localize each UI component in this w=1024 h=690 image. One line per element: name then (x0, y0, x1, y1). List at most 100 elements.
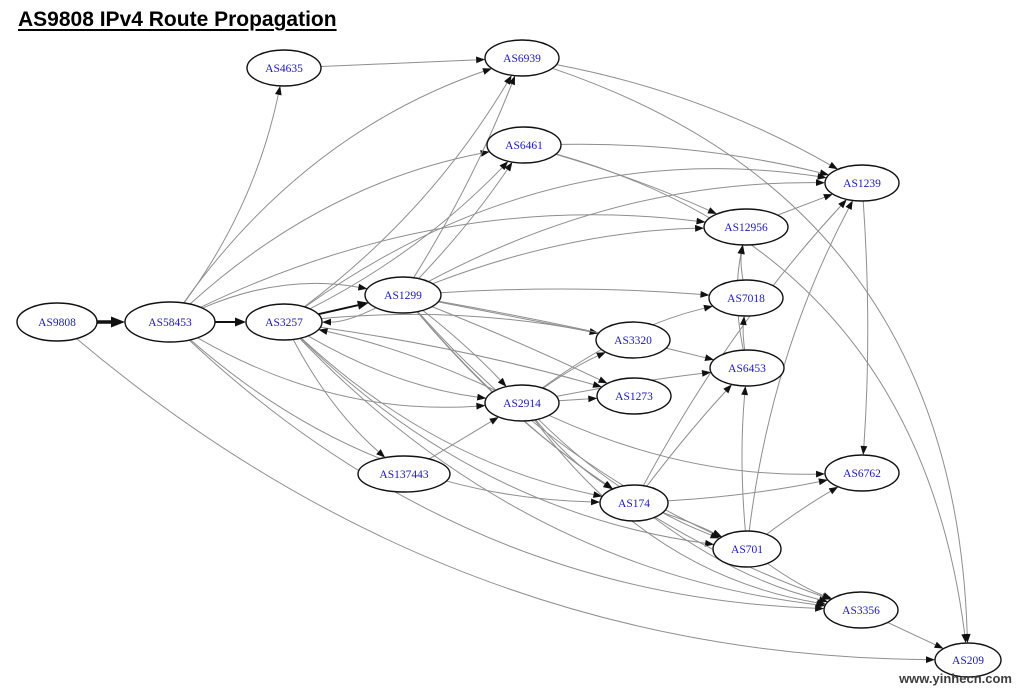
arrowhead-AS2914-AS3320 (596, 352, 606, 359)
arrowhead-AS58453-AS6939 (482, 68, 492, 75)
edge-AS6939-AS209 (552, 67, 968, 635)
node-AS137443: AS137443 (357, 455, 451, 493)
edge-AS1299-AS3257 (330, 307, 377, 323)
node-AS209: AS209 (934, 642, 1002, 678)
arrowhead-AS2914-AS3356 (816, 599, 826, 606)
node-label-AS3356: AS3356 (842, 605, 880, 617)
arrowhead-AS174-AS6762 (818, 478, 828, 486)
arrowhead-AS4635-AS6939 (476, 56, 486, 64)
node-ellipse-AS58453 (124, 301, 216, 343)
arrowhead-AS6453-AS7018 (739, 316, 747, 326)
node-label-AS1239: AS1239 (843, 178, 881, 190)
arrowhead-AS2914-AS6762 (816, 470, 825, 478)
node-ellipse-AS209 (934, 642, 1002, 678)
node-ellipse-AS7018 (708, 279, 784, 317)
node-label-AS7018: AS7018 (727, 293, 765, 305)
edge-AS701-AS1239 (748, 208, 850, 532)
arrowhead-AS137443-AS2914 (489, 417, 499, 425)
node-AS3257: AS3257 (245, 303, 323, 341)
edge-AS3257-AS174 (300, 337, 594, 496)
edge-AS3257-AS6939 (304, 82, 508, 308)
node-AS2914: AS2914 (484, 384, 560, 422)
node-ellipse-AS137443 (357, 455, 451, 493)
edge-AS3257-AS1299 (318, 304, 359, 316)
node-AS9808: AS9808 (16, 302, 98, 342)
node-AS12956: AS12956 (703, 208, 789, 246)
arrowhead-AS3257-AS1239 (817, 173, 827, 180)
arrowhead-AS174-AS3356 (818, 596, 829, 603)
node-ellipse-AS174 (599, 484, 669, 522)
edge-AS2914-AS174 (535, 419, 606, 485)
arrowhead-AS58453-AS174 (591, 498, 600, 506)
edge-AS6453-AS7018 (742, 324, 746, 351)
arrowhead-AS1299-AS6453 (704, 354, 714, 361)
edge-AS3257-AS137443 (292, 339, 379, 452)
edge-AS3356-AS209 (887, 622, 936, 646)
edge-AS174-AS3356 (653, 517, 820, 601)
node-AS6762: AS6762 (824, 454, 900, 492)
node-ellipse-AS6461 (486, 126, 562, 164)
edge-AS1299-AS7018 (440, 288, 701, 295)
node-AS58453: AS58453 (124, 301, 216, 343)
node-ellipse-AS9808 (16, 302, 98, 342)
arrowhead-AS1299-AS6939 (508, 75, 515, 86)
edge-AS137443-AS2914 (428, 421, 492, 460)
arrowhead-AS174-AS701 (712, 529, 722, 537)
edge-AS1299-AS2914 (422, 310, 501, 381)
arrowhead-AS6461-AS209 (961, 633, 969, 643)
node-AS3320: AS3320 (595, 321, 671, 359)
edge-AS174-AS6453 (646, 390, 727, 487)
arrowhead-AS2914-AS6453 (701, 370, 712, 377)
node-label-AS6762: AS6762 (843, 468, 881, 480)
node-AS6461: AS6461 (486, 126, 562, 164)
node-label-AS6453: AS6453 (728, 363, 766, 375)
node-ellipse-AS1273 (596, 377, 672, 415)
node-AS1299: AS1299 (364, 276, 442, 314)
arrowhead-AS3257-AS701 (704, 539, 715, 547)
edge-AS12956-AS1239 (777, 196, 825, 216)
arrowhead-AS9808-AS209 (926, 656, 935, 663)
edge-AS2914-AS3320 (542, 355, 598, 389)
edge-AS1299-AS1273 (431, 306, 600, 381)
arrowhead-AS58453-AS3257 (235, 317, 246, 327)
node-AS701: AS701 (712, 530, 782, 568)
edge-AS1239-AS6762 (862, 200, 869, 447)
page-title: AS9808 IPv4 Route Propagation (18, 8, 337, 32)
arrowhead-AS58453-AS2914 (476, 402, 486, 410)
arrowhead-AS6461-AS1239 (819, 169, 829, 177)
node-ellipse-AS1299 (364, 276, 442, 314)
edge-AS3257-AS701 (300, 337, 706, 544)
edge-AS9808-AS209 (76, 338, 927, 661)
edge-AS3257-AS1239 (304, 168, 818, 308)
node-label-AS174: AS174 (618, 498, 650, 510)
node-label-AS12956: AS12956 (724, 222, 768, 234)
arrowhead-AS6453-AS12956 (737, 244, 745, 255)
arrowhead-AS701-AS1239 (845, 200, 853, 210)
node-AS1273: AS1273 (596, 377, 672, 415)
arrowhead-AS701-AS3356 (822, 592, 832, 599)
edge-AS1299-AS701 (417, 311, 714, 534)
edge-AS58453-AS2914 (197, 337, 477, 408)
arrowhead-AS1299-AS3257 (322, 318, 331, 326)
node-label-AS1273: AS1273 (615, 391, 653, 403)
node-AS6939: AS6939 (484, 39, 560, 77)
arrowhead-AS3257-AS2914 (476, 393, 487, 401)
node-label-AS58453: AS58453 (148, 317, 192, 329)
edge-AS174-AS1239 (642, 205, 842, 486)
arrowhead-AS12956-AS1239 (823, 194, 833, 201)
node-label-AS6461: AS6461 (505, 140, 543, 152)
node-AS174: AS174 (599, 484, 669, 522)
arrowhead-AS58453-AS12956 (696, 217, 706, 225)
node-ellipse-AS6762 (824, 454, 900, 492)
node-label-AS4635: AS4635 (265, 63, 303, 75)
edge-AS3257-AS2914 (307, 335, 478, 398)
edge-AS1299-AS6939 (413, 83, 513, 278)
arrowhead-AS1239-AS6762 (860, 445, 868, 455)
node-ellipse-AS2914 (484, 384, 560, 422)
arrowhead-AS2914-AS7018 (703, 304, 713, 312)
node-AS4635: AS4635 (246, 49, 322, 87)
edge-AS58453-AS1299 (202, 282, 359, 309)
arrowhead-AS1299-AS6461 (504, 162, 513, 172)
node-AS1239: AS1239 (824, 164, 900, 202)
arrowhead-AS2914-AS174 (602, 481, 613, 490)
